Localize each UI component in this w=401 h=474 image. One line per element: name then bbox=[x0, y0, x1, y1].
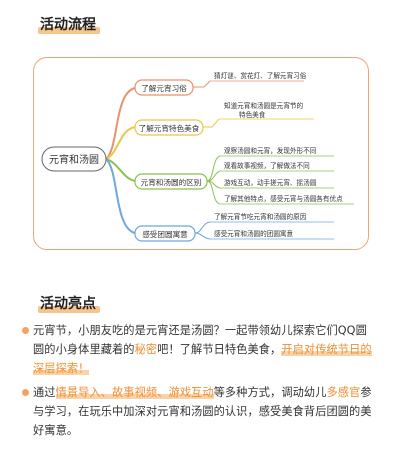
branch-label: 了解元宵特色美食 bbox=[139, 123, 200, 133]
mindmap-panel: 元宵和汤圆 了解元宵习俗 猜灯谜、赏花灯、了解元宵习俗 了解元宵特色美食 知道元… bbox=[33, 57, 369, 250]
branch-1: 了解元宵习俗 猜灯谜、赏花灯、了解元宵习俗 bbox=[134, 71, 307, 96]
leaf-label: 了解元宵节吃元宵和汤圆的原因 bbox=[214, 212, 307, 221]
highlight-paragraph-1: 元宵节，小朋友吃的是元宵还是汤圆？一起带领幼儿探索它们QQ圆圆的小身体里藏着的秘… bbox=[22, 321, 373, 378]
branch-2: 了解元宵特色美食 知道元宵和汤圆是元宵节的 特色美食 bbox=[134, 101, 314, 136]
leaf-label: 了解其他特点，感受元宵与汤圆各有优点 bbox=[224, 194, 343, 203]
connector-3 bbox=[105, 158, 136, 182]
emphasis-methods: 情景导入、故事视频、游戏互动 bbox=[55, 386, 214, 399]
connector-2 bbox=[105, 126, 136, 160]
leaf-label: 观察汤圆和元宵，发现外形不同 bbox=[224, 146, 317, 155]
connector-1 bbox=[105, 87, 136, 160]
text-run: 参与学习，在玩乐中加深对元宵和汤圆的认识，感受美食背后团圆的美好寓意。 bbox=[33, 386, 372, 437]
bullet-dot bbox=[22, 389, 29, 396]
branch-4: 感受团圆寓意 了解元宵节吃元宵和汤圆的原因 感受元宵和汤圆的团圆寓意 bbox=[134, 212, 334, 242]
leaf-label: 知道元宵和汤圆是元宵节的 bbox=[224, 101, 304, 110]
connector-4 bbox=[105, 158, 136, 234]
root-node bbox=[41, 146, 107, 172]
section-title-flow: 活动流程 bbox=[38, 14, 100, 34]
leaf-label: 感受元宵和汤圆的团圆寓意 bbox=[214, 229, 294, 238]
section-title-highlights: 活动亮点 bbox=[38, 293, 100, 313]
branch-label: 感受团圆寓意 bbox=[142, 229, 188, 239]
text-run: 吧！了解节日特色美食， bbox=[157, 343, 282, 356]
root-label: 元宵和汤圆 bbox=[49, 153, 99, 166]
emphasis-secret: 秘密 bbox=[134, 343, 158, 356]
flow-title-text: 活动流程 bbox=[40, 17, 96, 33]
branch-3: 元宵和汤圆的区别 观察汤圆和元宵，发现外形不同 观看故事视频，了解做法不同 游戏… bbox=[134, 146, 354, 205]
text-run: 元宵节，小朋友吃的是元宵还是汤圆？一起带领幼儿探索它们QQ圆圆的小身体里藏着的 bbox=[33, 324, 367, 356]
leaf-label: 猜灯谜、赏花灯、了解元宵习俗 bbox=[214, 71, 307, 80]
text-run: 等多种方式，调动幼儿 bbox=[213, 386, 327, 399]
leaf-label: 特色美食 bbox=[239, 110, 266, 119]
text-run: 通过 bbox=[33, 386, 56, 399]
branch-label: 元宵和汤圆的区别 bbox=[141, 177, 202, 187]
leaf-label: 游戏互动，动手搓元宵、摇汤圆 bbox=[224, 178, 317, 187]
highlight-paragraph-2: 通过情景导入、故事视频、游戏互动等多种方式，调动幼儿多感官参与学习，在玩乐中加深… bbox=[22, 383, 373, 440]
bullet-dot bbox=[22, 327, 29, 334]
mindmap-diagram: 元宵和汤圆 了解元宵习俗 猜灯谜、赏花灯、了解元宵习俗 了解元宵特色美食 知道元… bbox=[41, 71, 354, 242]
branch-label: 了解元宵习俗 bbox=[141, 83, 187, 93]
leaf-label: 观看故事视频，了解做法不同 bbox=[224, 161, 310, 170]
highlights-title-text: 活动亮点 bbox=[40, 296, 96, 312]
emphasis-senses: 多感官 bbox=[326, 386, 361, 399]
